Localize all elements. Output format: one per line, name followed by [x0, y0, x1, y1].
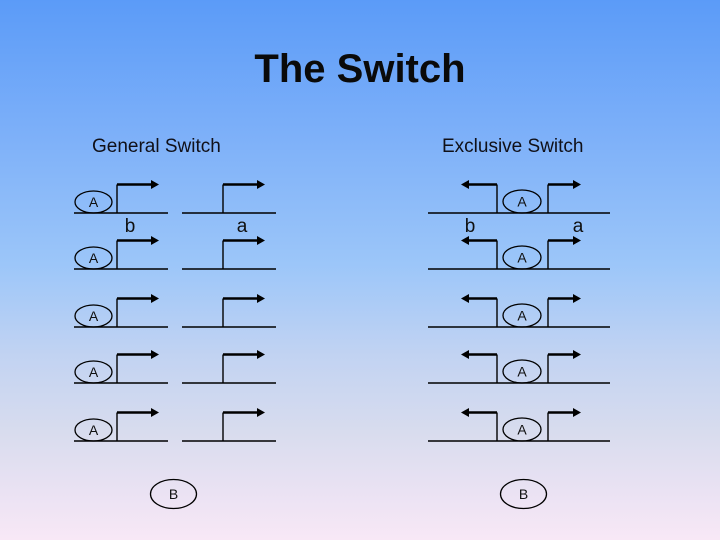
state-a-label: A [89, 364, 99, 380]
terminal-b-label: B [169, 486, 178, 502]
state-a-node [502, 303, 542, 328]
state-a-node [502, 417, 542, 442]
arrow-right-icon [223, 350, 265, 359]
arrow-left-icon [461, 408, 497, 417]
exclusive-switch-row: A [428, 236, 610, 270]
terminal-b-node: B [149, 478, 198, 510]
port-label-b: b [125, 216, 136, 237]
general-switch-row: A [74, 408, 276, 442]
arrow-left-icon [461, 294, 497, 303]
arrow-right-icon [548, 236, 581, 245]
exclusive-switch-heading: Exclusive Switch [442, 136, 584, 157]
state-a-node [502, 189, 542, 214]
state-a-label: A [89, 422, 99, 438]
state-a-node [74, 246, 113, 270]
port-label-a: a [237, 216, 248, 237]
arrow-right-icon [223, 180, 265, 189]
exclusive-switch-row: A [428, 294, 610, 328]
arrow-right-icon [117, 408, 159, 417]
arrow-right-icon [548, 408, 581, 417]
general-switch-row: A [74, 236, 276, 270]
state-a-label: A [517, 308, 527, 324]
arrow-right-icon [223, 408, 265, 417]
arrow-right-icon [117, 236, 159, 245]
state-a-node [74, 190, 113, 214]
state-a-node [74, 418, 113, 442]
arrow-right-icon [223, 294, 265, 303]
arrow-left-icon [461, 180, 497, 189]
exclusive-switch-row: A [428, 408, 610, 442]
state-a-label: A [517, 422, 527, 438]
arrow-right-icon [117, 294, 159, 303]
arrow-right-icon [548, 294, 581, 303]
state-a-node [502, 245, 542, 270]
general-switch-row: A [74, 350, 276, 384]
general-switch-row: A [74, 294, 276, 328]
arrow-right-icon [548, 350, 581, 359]
general-switch-heading: General Switch [92, 136, 221, 157]
arrow-right-icon [117, 350, 159, 359]
state-a-label: A [89, 194, 99, 210]
exclusive-switch-row: A b a [428, 180, 610, 237]
state-a-label: A [517, 194, 527, 210]
arrow-right-icon [223, 236, 265, 245]
arrow-left-icon [461, 236, 497, 245]
port-label-b: b [465, 216, 476, 237]
state-a-node [502, 359, 542, 384]
state-a-label: A [89, 308, 99, 324]
general-switch-row: A b a [74, 180, 276, 237]
state-a-label: A [517, 250, 527, 266]
page-title: The Switch [254, 47, 466, 91]
state-a-node [74, 360, 113, 384]
arrow-right-icon [117, 180, 159, 189]
terminal-b-node: B [499, 478, 548, 510]
state-a-label: A [89, 250, 99, 266]
state-a-label: A [517, 364, 527, 380]
exclusive-switch-row: A [428, 350, 610, 384]
terminal-b-label: B [519, 486, 528, 502]
state-a-node [74, 304, 113, 328]
port-label-a: a [573, 216, 584, 237]
arrow-left-icon [461, 350, 497, 359]
arrow-right-icon [548, 180, 581, 189]
